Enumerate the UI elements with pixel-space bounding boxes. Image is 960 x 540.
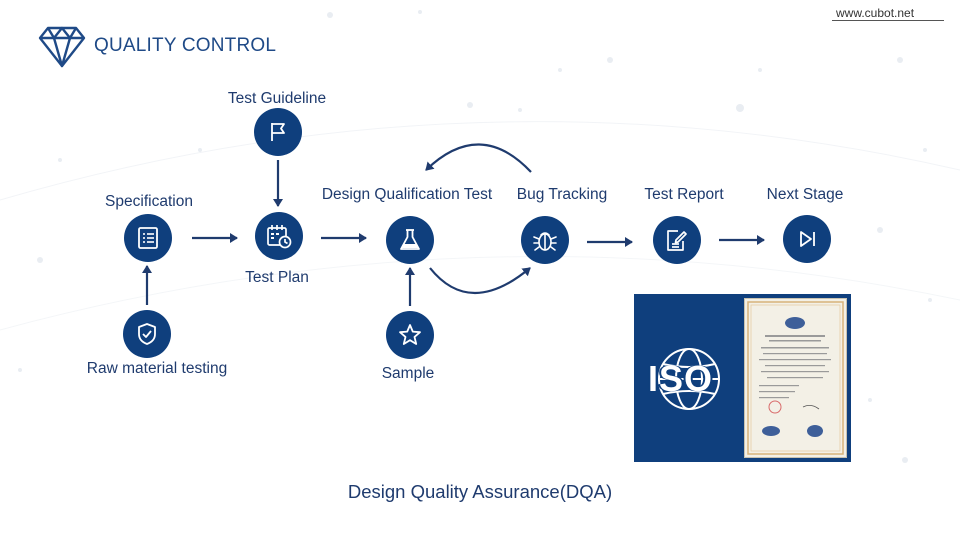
globe-icon xyxy=(658,348,720,410)
shield-check-icon xyxy=(138,323,156,345)
arrow-bug-back-to-dqt xyxy=(425,143,532,173)
flask-icon xyxy=(400,229,420,250)
test-report-node[interactable] xyxy=(653,216,701,264)
bug-tracking-node[interactable] xyxy=(521,216,569,264)
diagram-caption: Design Quality Assurance(DQA) xyxy=(347,481,613,502)
page-title: QUALITY CONTROL xyxy=(94,35,277,56)
raw-material-testing-label: Raw material testing xyxy=(86,360,228,377)
star-icon xyxy=(399,324,421,345)
test-report-label: Test Report xyxy=(644,186,724,203)
test-plan-label: Test Plan xyxy=(245,269,309,286)
arrow-dqt-to-bug xyxy=(429,267,531,295)
website-url[interactable]: www.cubot.net xyxy=(836,6,915,20)
test-guideline-node[interactable] xyxy=(254,108,302,156)
design-qualification-test-label: Design Qualification Test xyxy=(321,186,493,203)
iso-badge-text: ISO xyxy=(648,358,714,399)
specification-node[interactable] xyxy=(124,214,172,262)
test-guideline-label: Test Guideline xyxy=(227,90,327,107)
document-list-icon xyxy=(138,227,158,249)
next-stage-label: Next Stage xyxy=(766,186,844,203)
certificate-image xyxy=(744,298,847,458)
sample-node[interactable] xyxy=(386,311,434,359)
raw-material-testing-node[interactable] xyxy=(123,310,171,358)
flag-icon xyxy=(271,123,285,141)
report-edit-icon xyxy=(667,230,687,251)
specification-label: Specification xyxy=(105,193,193,210)
skip-forward-icon xyxy=(800,231,815,247)
bug-icon xyxy=(533,232,557,251)
calendar-clock-icon xyxy=(267,225,292,249)
iso-certificate-panel: ISO xyxy=(634,294,851,462)
sample-label: Sample xyxy=(381,365,435,382)
test-plan-node[interactable] xyxy=(255,212,303,260)
design-qualification-test-node[interactable] xyxy=(386,216,434,264)
bug-tracking-label: Bug Tracking xyxy=(516,186,608,203)
diamond-logo-icon xyxy=(38,26,86,68)
url-underline xyxy=(832,20,944,21)
next-stage-node[interactable] xyxy=(783,215,831,263)
